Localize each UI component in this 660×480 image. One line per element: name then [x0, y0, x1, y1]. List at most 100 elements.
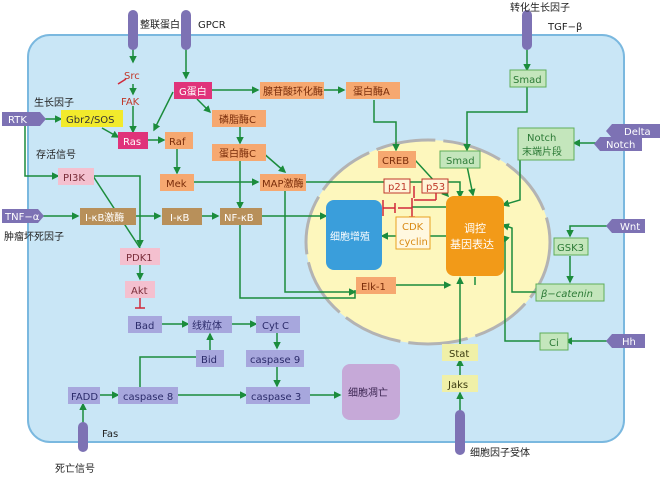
ci-label: Ci: [549, 338, 559, 349]
g-protein-box: [174, 82, 212, 99]
plc-box: [212, 110, 266, 127]
notch-label: Notch: [606, 140, 635, 151]
g-protein-label: G蛋白: [179, 85, 207, 98]
adenylyl-cyclase-box: [260, 82, 324, 99]
tgf-beta-label: TGF−β: [547, 22, 582, 33]
apoptosis-label: 细胞凋亡: [348, 386, 388, 399]
ikb-box: [162, 208, 202, 225]
integrin-receptor: [128, 10, 138, 50]
cdk-cyclin-box: [395, 216, 431, 250]
ikk-box: [80, 208, 136, 225]
mito-box: [188, 316, 232, 333]
proliferation-label: 细胞增殖: [330, 230, 370, 243]
gpcr-label: GPCR: [198, 20, 226, 31]
gsk3-box: [553, 237, 589, 256]
stat-box: [442, 344, 478, 361]
smad-in-label: Smad: [446, 156, 475, 167]
casp9-label: caspase 9: [250, 355, 300, 366]
smad-out-label: Smad: [513, 75, 542, 86]
death-signal-label: 死亡信号: [55, 462, 95, 475]
akt-box: [125, 281, 155, 298]
casp3-label: caspase 3: [251, 392, 301, 403]
gsk3-label: GSK3: [557, 243, 584, 254]
pka-label: 蛋白酶A: [353, 85, 390, 98]
pkc-box: [212, 144, 266, 161]
creb-label: CREB: [382, 156, 409, 167]
elk1-label: Elk-1: [361, 282, 386, 293]
ikk-label: I-κB激酶: [85, 211, 124, 224]
hh-receptor: [606, 334, 645, 348]
delta-receptor: [606, 124, 660, 138]
bid-label: Bid: [201, 355, 217, 366]
cytokine-receptor: [455, 410, 465, 455]
pi3k-box: [58, 168, 94, 185]
cytc-label: Cyt C: [262, 321, 289, 332]
bid-box: [196, 350, 224, 367]
tnf-receptor: [2, 209, 44, 223]
smad-in-box: [439, 150, 481, 169]
smad-out-box: [509, 69, 547, 88]
purple-boxes: [68, 316, 310, 404]
fas-receptor: [78, 422, 88, 452]
p21-box: [383, 178, 411, 194]
casp8-box: [118, 387, 178, 404]
akt-label: Akt: [131, 286, 148, 297]
nfkb-box: [220, 208, 262, 225]
notch-ic-box: [517, 127, 575, 161]
rtk-label: RTK: [8, 115, 27, 126]
casp9-box: [246, 350, 304, 367]
fak-label: FAK: [121, 97, 140, 108]
orange-boxes: [160, 82, 416, 294]
fadd-label: FADD: [71, 392, 98, 403]
nfkb-label: NF-κB: [224, 213, 254, 224]
tgf-caption: 转化生长因子: [510, 1, 570, 14]
wnt-label: Wnt: [620, 222, 640, 233]
fadd-box: [68, 387, 100, 404]
hh-label: Hh: [622, 337, 636, 348]
gpcr-receptor: [181, 10, 191, 50]
pkc-label: 蛋白酶C: [219, 147, 256, 160]
pink-boxes: [58, 168, 160, 298]
rtk-receptor: [2, 112, 46, 126]
plc-label: 磷脂酶C: [219, 113, 256, 126]
apoptosis-box: [342, 364, 400, 420]
pka-box: [346, 82, 400, 99]
pathway-arrows: [24, 40, 612, 430]
elk1-box: [356, 277, 396, 294]
fas-label: Fas: [102, 429, 118, 440]
mito-label: 线粒体: [192, 319, 222, 332]
gene-expression-label-2: 基因表达: [450, 237, 494, 251]
cytc-box: [256, 316, 300, 333]
raf-box: [165, 132, 193, 149]
ras-label: Ras: [123, 137, 141, 148]
tnf-caption: 肿瘤坏死因子: [4, 230, 64, 243]
p53-label: p53: [426, 182, 445, 193]
p21-label: p21: [388, 182, 407, 193]
mek-label: Mek: [166, 179, 187, 190]
green-boxes: [439, 69, 605, 351]
wnt-receptor: [606, 219, 645, 233]
raf-label: Raf: [169, 137, 186, 148]
casp8-label: caspase 8: [123, 392, 173, 403]
brown-boxes: [80, 208, 262, 225]
checkpoint-boxes: [383, 178, 449, 194]
tnf-alpha-label: TNF−α: [4, 212, 40, 223]
jaks-box: [442, 375, 478, 392]
mek-box: [160, 174, 194, 191]
integrin-label: 整联蛋白: [140, 18, 180, 31]
bad-box: [128, 316, 162, 333]
ras-box: [118, 132, 148, 149]
ikb-label: I-κB: [170, 213, 189, 224]
cytokine-receptor-label: 细胞因子受体: [470, 446, 530, 459]
gbr2-sos-label: Gbr2/SOS: [66, 115, 115, 126]
pi3k-label: PI3K: [63, 173, 85, 184]
survival-signal-label: 存活信号: [36, 148, 76, 161]
adenylyl-cyclase-label: 腺苷酸环化酶: [263, 85, 323, 98]
bad-label: Bad: [135, 321, 154, 332]
mapk-box: [260, 174, 306, 191]
src-label: Src: [124, 71, 140, 82]
proliferation-box: [326, 200, 382, 270]
pdk1-label: PDK1: [126, 253, 153, 264]
pdk1-box: [120, 248, 160, 265]
receptors: [2, 10, 660, 455]
